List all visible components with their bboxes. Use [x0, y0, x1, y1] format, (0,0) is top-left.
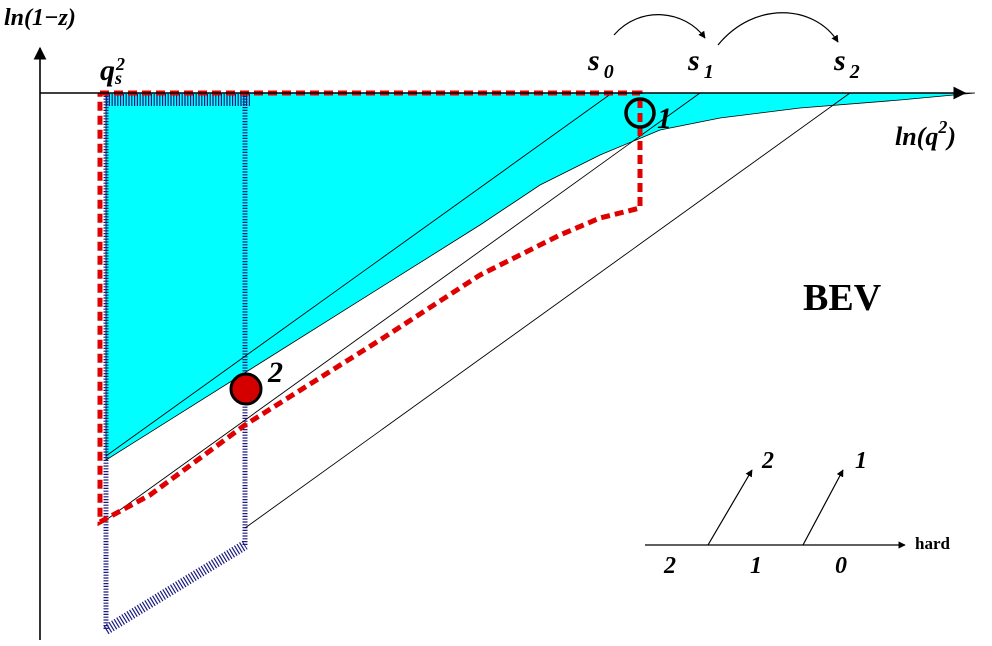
inset-arrow-2-label: 2	[761, 448, 774, 474]
point-1-marker	[624, 97, 656, 129]
inset-arrow-1-label: 1	[855, 448, 867, 474]
point-1-label: 1	[657, 102, 672, 135]
inset-tick-1: 1	[750, 553, 762, 579]
hop-arrow-s1-s2	[717, 12, 839, 46]
line-s1	[105, 92, 701, 521]
point-2-label: 2	[267, 356, 283, 389]
point-2-marker	[229, 372, 263, 406]
inset-axis-label: hard	[915, 534, 951, 553]
line-s2	[244, 92, 851, 529]
inset-tick-0: 0	[835, 553, 847, 579]
inset-arrow-2	[707, 469, 753, 546]
line-s0	[105, 92, 613, 457]
inset-arrow-1	[802, 469, 844, 546]
hop-arrow-s0-s1	[613, 14, 706, 39]
shaded-region	[105, 92, 976, 461]
hatched-band-bottom	[103, 540, 248, 635]
inset: hard 2 1 2 1 0	[645, 448, 951, 579]
x-axis-label: ln(q2)	[895, 117, 956, 151]
region-label: BEV	[803, 277, 882, 319]
inset-tick-2: 2	[663, 553, 676, 579]
dashed-path	[97, 90, 643, 527]
y-axis-label: ln(1−z)	[4, 5, 76, 31]
